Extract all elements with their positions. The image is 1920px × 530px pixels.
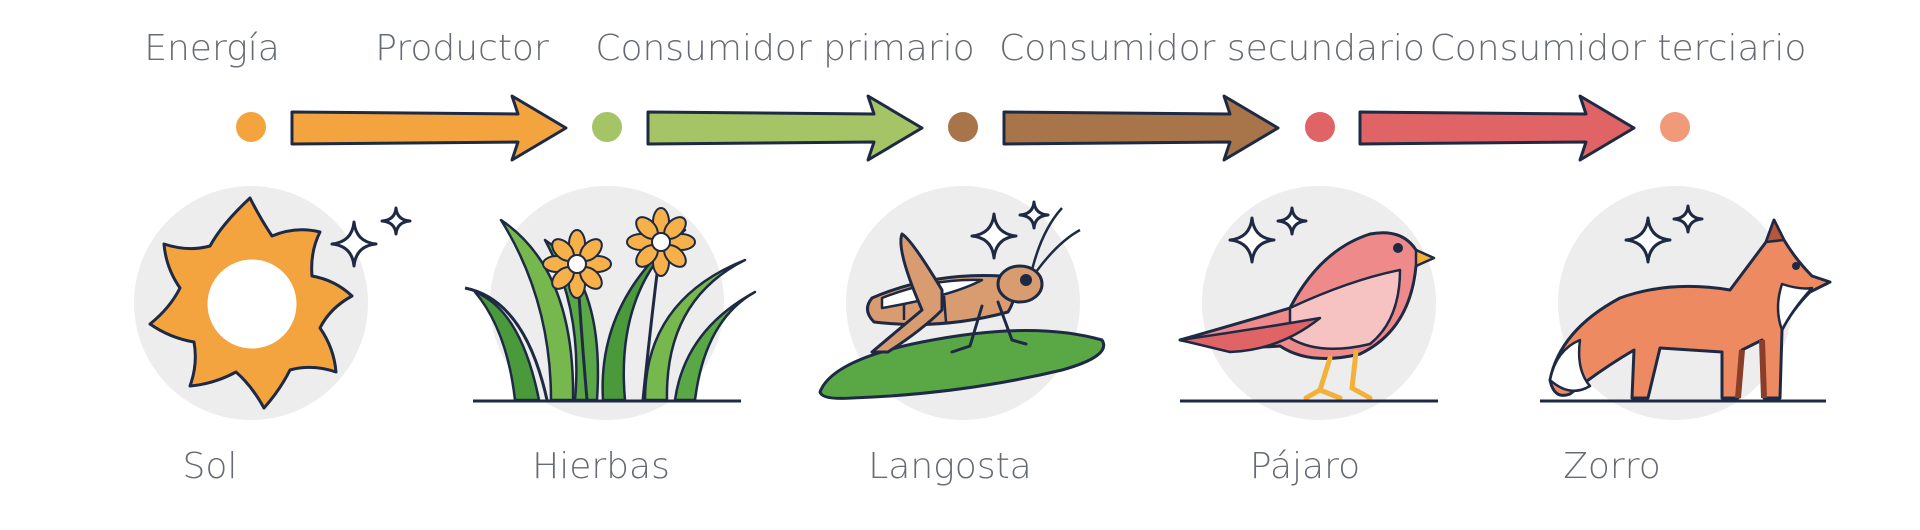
secondary-consumer-dot — [1305, 112, 1335, 142]
bird-icon — [1178, 206, 1438, 403]
arrow-energy-to-producer — [290, 94, 568, 162]
arrow-producer-to-primary — [646, 94, 924, 162]
name-label-fox: Zorro — [1563, 446, 1661, 487]
fox-icon — [1540, 204, 1832, 403]
arrow-primary-to-secondary — [1002, 94, 1280, 162]
name-label-grass: Hierbas — [532, 446, 670, 487]
arrow-secondary-to-tertiary — [1358, 94, 1636, 162]
name-label-sun: Sol — [182, 446, 238, 487]
role-label-primary-consumer: Consumidor primario — [595, 28, 975, 69]
producer-dot — [592, 112, 622, 142]
tertiary-consumer-dot — [1660, 112, 1690, 142]
role-label-producer: Productor — [375, 28, 549, 69]
energy-dot — [236, 112, 266, 142]
role-label-energy: Energía — [144, 28, 280, 69]
grass-flowers-icon — [464, 207, 757, 403]
name-label-bird: Pájaro — [1249, 446, 1361, 487]
role-label-tertiary-consumer: Consumidor terciario — [1429, 28, 1807, 69]
name-label-grasshopper: Langosta — [868, 446, 1032, 487]
primary-consumer-dot — [948, 112, 978, 142]
sun-icon — [148, 196, 412, 410]
grasshopper-icon — [818, 200, 1106, 400]
role-label-secondary-consumer: Consumidor secundario — [999, 28, 1425, 69]
